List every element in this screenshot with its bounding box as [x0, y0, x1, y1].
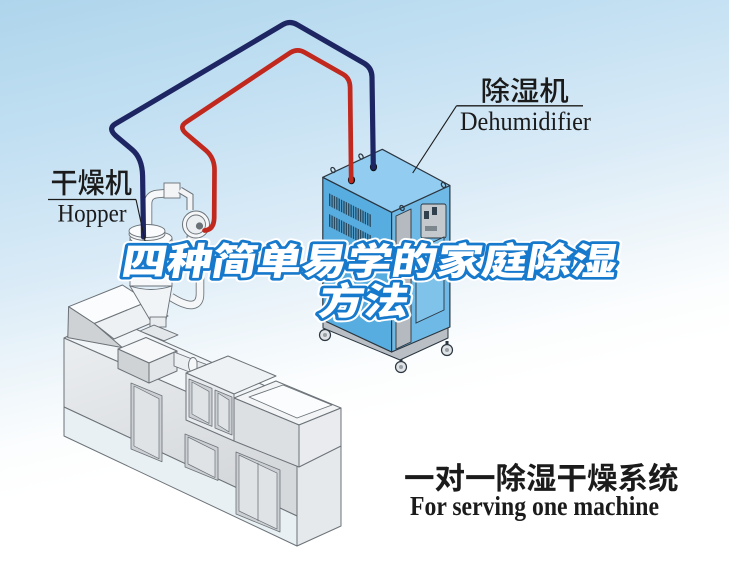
svg-text:Dehumidifier: Dehumidifier — [460, 107, 591, 136]
svg-text:Hopper: Hopper — [58, 201, 128, 228]
svg-text:For serving one machine: For serving one machine — [410, 491, 659, 521]
